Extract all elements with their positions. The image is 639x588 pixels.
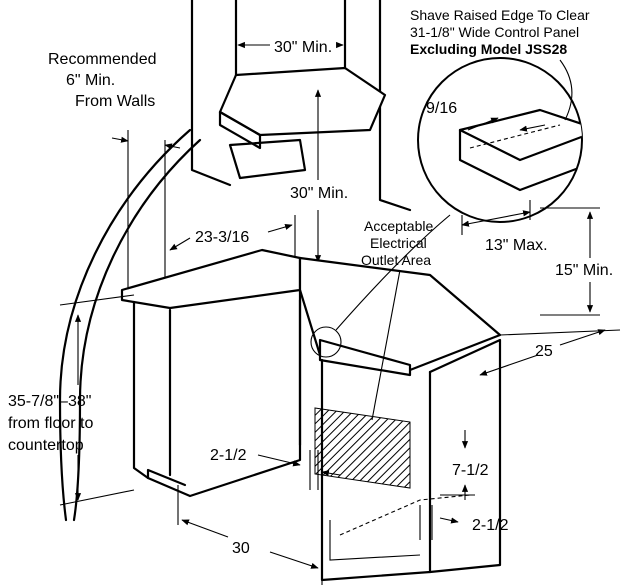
recommended-line1: Recommended xyxy=(48,51,157,68)
detail-circle xyxy=(310,326,342,358)
cabinet-depth-label: 23-3/16 xyxy=(195,229,249,246)
range-depth-label: 25 xyxy=(535,343,553,360)
range-side xyxy=(428,338,502,574)
thirteen-max-label: 13" Max. xyxy=(485,237,548,254)
shave-line3: Excluding Model JSS28 xyxy=(410,41,567,57)
left-cabinet-toe xyxy=(146,468,187,487)
floor-line3: countertop xyxy=(8,437,84,454)
outlet-area xyxy=(314,407,411,489)
right-two-half-label: 2-1/2 xyxy=(472,517,509,534)
outlet-line1: Acceptable xyxy=(364,218,433,234)
fifteen-min-label: 15" Min. xyxy=(555,262,613,279)
range-dashed xyxy=(339,494,471,536)
upper-cabinet-left xyxy=(190,0,232,187)
left-two-half-label: 2-1/2 xyxy=(210,447,247,464)
recommended-line3: From Walls xyxy=(75,93,155,110)
upper-cabinet-right xyxy=(378,0,412,212)
detail-leader xyxy=(335,214,451,331)
seven-half-label: 7-1/2 xyxy=(452,462,489,479)
side-wall-curve-inner xyxy=(72,138,202,522)
recommended-line2: 6" Min. xyxy=(66,72,115,89)
side-wall-curve xyxy=(58,128,192,522)
hood-bottom xyxy=(228,138,307,180)
outlet-line3: Outlet Area xyxy=(361,252,431,268)
outlet-line2: Electrical xyxy=(370,235,427,251)
hood-clearance-label: 30" Min. xyxy=(290,185,348,202)
floor-line2: from floor to xyxy=(8,415,93,432)
shave-line2: 31-1/8" Wide Control Panel xyxy=(410,24,579,40)
nine-sixteenths-label: 9/16 xyxy=(426,100,457,117)
hood-width-label: 30" Min. xyxy=(274,39,332,56)
opening-width-label: 30 xyxy=(232,540,250,557)
floor-line1: 35-7/8"–38" xyxy=(8,393,91,410)
hood-front xyxy=(218,110,262,150)
range-hood xyxy=(218,66,387,137)
range-inner-lines xyxy=(329,520,421,561)
left-countertop xyxy=(120,248,302,310)
shave-line1: Shave Raised Edge To Clear xyxy=(410,7,590,23)
left-cabinet-body xyxy=(132,298,302,498)
range-front-panel xyxy=(318,338,412,377)
